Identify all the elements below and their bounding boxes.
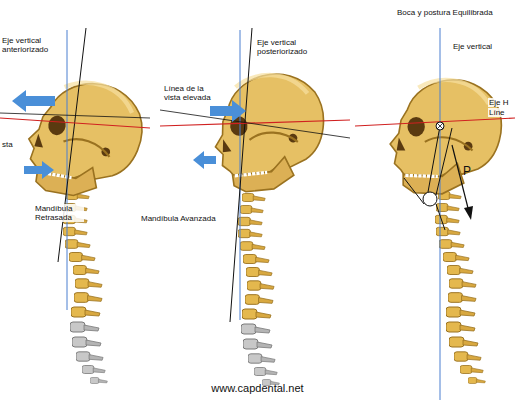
annotation-label: Línea de la vista elevada <box>163 84 223 102</box>
annotation-label: Eje vertical posteriorizado <box>256 38 318 56</box>
watermark: www.capdental.net <box>210 382 304 395</box>
spine <box>238 194 279 386</box>
force-label: P <box>462 165 472 179</box>
skull <box>390 80 501 194</box>
annotation-label: Mandíbula Avanzada <box>140 214 217 223</box>
annotation-label: Líne <box>488 108 506 117</box>
axis-lines <box>0 28 515 400</box>
annotation-label: Mandíbula Retrasada <box>34 204 84 222</box>
skull <box>22 75 148 203</box>
skull <box>207 68 333 196</box>
blue-arrows <box>12 90 246 179</box>
annotation-label: Boca y postura Equilibrada <box>396 8 494 17</box>
annotation-label: Eje H <box>488 98 510 107</box>
annotation-label: Eje vertical anteriorizado <box>1 36 61 54</box>
annotation-label: Eje vertical <box>452 42 493 51</box>
annotation-label: sta <box>1 140 14 149</box>
spine <box>435 192 485 384</box>
